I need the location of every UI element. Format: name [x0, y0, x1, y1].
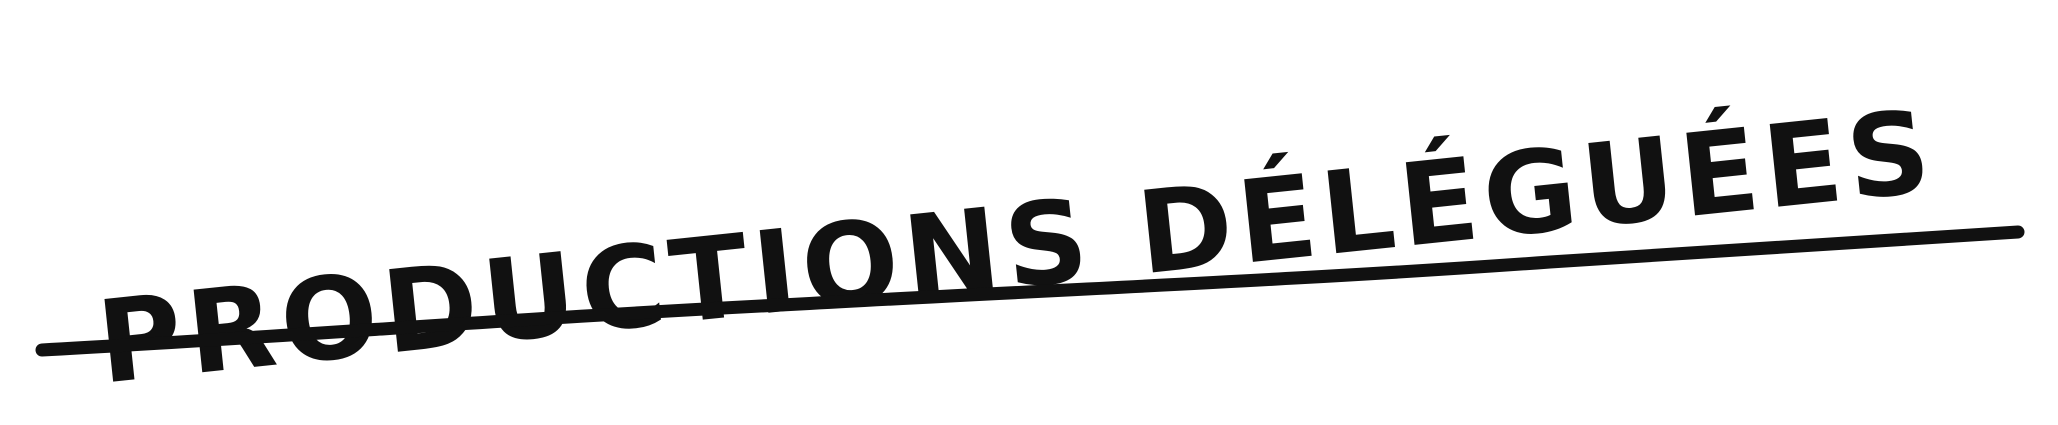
logo-wordmark: PRODUCTIONS DÉLÉGUÉES	[92, 84, 1942, 409]
logo-underline	[35, 225, 2025, 357]
